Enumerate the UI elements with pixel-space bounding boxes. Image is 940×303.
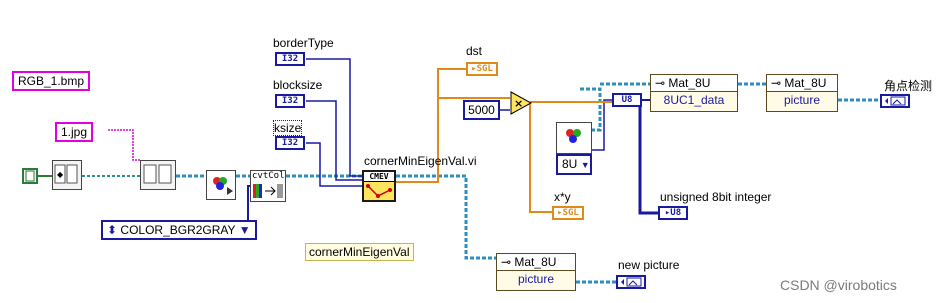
wrench-icon-2: ⊸ [771,76,785,90]
jpg-file-constant[interactable]: 1.jpg [55,122,94,142]
unsigned-u8-text: U8 [670,208,682,218]
corner-detect-label: 角点检测 [884,79,933,93]
bordertype-wire [306,58,362,177]
u8-out-wire [638,100,658,215]
u8-convert-text: U8 [621,95,633,105]
blocksize-wire [306,100,362,181]
ksize-terminal[interactable]: I32 [275,136,305,150]
dst-sgl-text: SGL [476,64,493,74]
mat8u-data-class: Mat_8U [668,76,711,90]
border-type-terminal[interactable]: I32 [275,52,305,66]
build-path-icon-2[interactable] [140,160,176,190]
new-picture-label: new picture [618,258,680,272]
ksize-label: ksize [273,120,303,136]
mat8u-data-header: ⊸ Mat_8U [651,75,737,92]
picture-icon [885,96,906,106]
mat8u-picture-property-node[interactable]: ⊸ Mat_8U picture [766,74,838,112]
mat8u-data-property-node[interactable]: ⊸ Mat_8U 8UC1_data [650,74,738,112]
svg-text:◆: ◆ [57,170,64,179]
ksize-wire [306,142,362,187]
mat8u-new-picture-node[interactable]: ⊸ Mat_8U picture [496,253,576,291]
dst-arrow-icon: ▸ [471,64,477,74]
eigen-icon [366,184,392,198]
mat8u-new-class: Mat_8U [514,255,557,269]
rgb-file-constant[interactable]: RGB_1.bmp [12,71,91,91]
class-wire-4 [396,174,496,260]
cvtcolor-label: cvtCol [252,171,285,181]
mat8u-picture-class: Mat_8U [784,76,827,90]
wrench-icon: ⊸ [655,76,669,90]
cmev-node-label: CMEV [364,172,394,182]
xy-sgl-text: SGL [562,208,579,218]
numeric-constant-5000[interactable]: 5000 [463,100,500,120]
mat8u-new-prop: picture [517,272,555,286]
dst-wire [396,68,466,183]
unsigned-terminal[interactable]: ▸U8 [658,206,688,220]
class-wire-5 [580,87,602,132]
build-path-icon[interactable]: ◆ [52,160,82,190]
u8-convert-node[interactable]: U8 [612,93,642,107]
new-picture-indicator[interactable] [616,275,646,289]
string-wire [108,129,140,161]
multiply-icon[interactable]: × [510,91,532,115]
cvtcolor-node[interactable]: cvtCol [250,170,286,202]
enum8u-wire [592,99,612,151]
file-path-icon[interactable] [22,168,38,184]
mat8u-picture-prop: picture [783,93,821,107]
cmev-node[interactable]: CMEV [362,170,396,202]
unsigned-arrow-icon: ▸ [664,208,671,218]
mat8u-picture-header: ⊸ Mat_8U [767,75,837,92]
unsigned-label: unsigned 8bit integer [660,190,772,204]
dst-terminal[interactable]: ▸SGL [466,62,498,76]
enum-arrows-icon: ⬍ [107,223,118,237]
border-type-label: borderType [273,36,334,50]
svg-text:×: × [514,97,523,110]
new-picture-icon [621,277,642,287]
mat8u-data-prop: 8UC1_data [663,93,725,107]
vi-name-label: cornerMinEigenVal.vi [364,154,477,168]
corner-detect-picture-indicator[interactable] [880,94,910,108]
mat8u-new-header: ⊸ Mat_8U [497,254,575,271]
blocksize-label: blocksize [273,78,323,92]
diagram-caption: cornerMinEigenVal [305,243,414,261]
depth-dropdown-icon: ▼ [580,160,590,170]
dropdown-arrow-icon: ▼ [238,223,251,237]
xy-arrow-icon: ▸ [557,208,563,218]
watermark: CSDN @virobotics [780,277,897,293]
color-code-enum[interactable]: ⬍ COLOR_BGR2GRAY ▼ [101,220,257,240]
blocksize-terminal[interactable]: I32 [275,94,305,108]
depth-enum[interactable]: 8U ▼ [556,154,592,175]
wrench-icon-3: ⊸ [501,255,515,269]
dst-label: dst [466,44,483,58]
color-code-value: COLOR_BGR2GRAY [120,223,236,237]
depth-icon[interactable] [556,122,592,154]
xy-wire [529,102,552,213]
depth-enum-value: 8U [562,157,578,171]
xy-label: x*y [554,190,571,204]
xy-terminal[interactable]: ▸SGL [552,206,584,220]
imread-icon[interactable] [206,170,236,200]
